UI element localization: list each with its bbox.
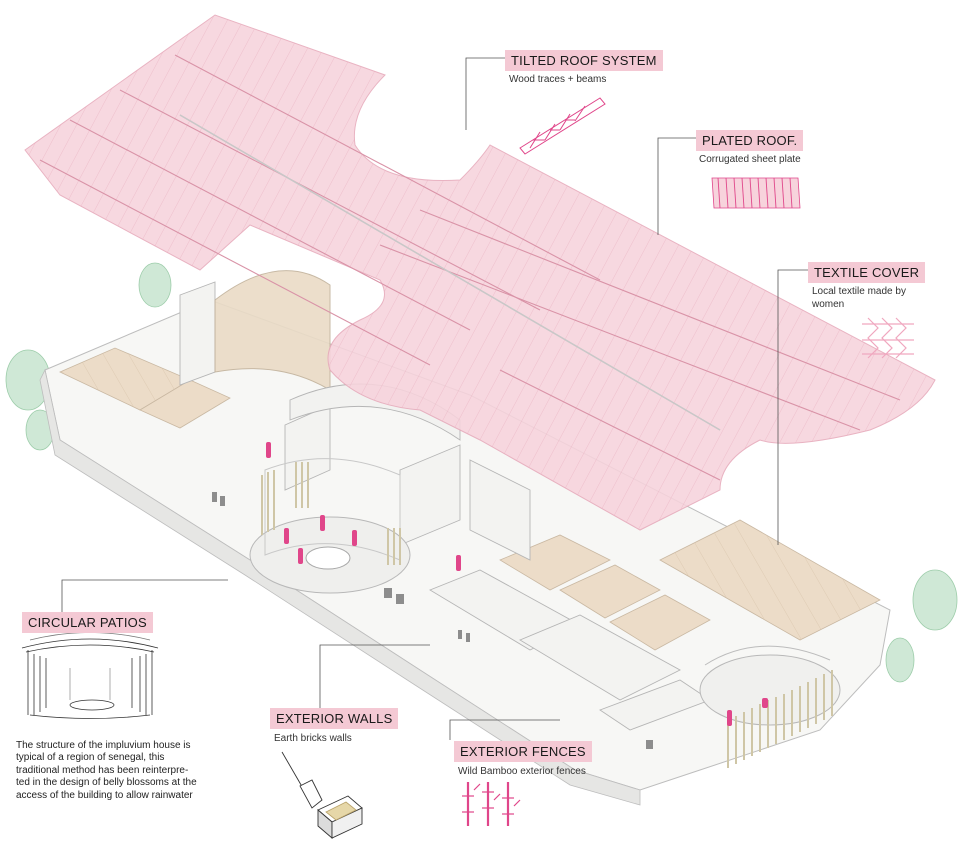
truss-beam-icon bbox=[519, 97, 606, 155]
textile-cover-label: TEXTILE COVER bbox=[808, 262, 926, 283]
textile-cover-subtitle-line1: Local textile made by bbox=[812, 286, 906, 297]
textile-cover-subtitle-line2: women bbox=[812, 299, 845, 310]
description-line: access of the building to allow rainwate… bbox=[16, 789, 193, 801]
circular-patios-label: CIRCULAR PATIOS bbox=[22, 612, 153, 633]
exterior-walls-label: EXTERIOR WALLS bbox=[270, 708, 399, 729]
bamboo-icon bbox=[462, 782, 521, 826]
right-circular-patio bbox=[699, 645, 841, 726]
bamboo-fence-right bbox=[727, 670, 833, 768]
tilted-roof bbox=[24, 14, 936, 531]
plated-roof-subtitle: Corrugated sheet plate bbox=[699, 154, 801, 165]
tilted-roof-subtitle: Wood traces + beams bbox=[509, 74, 607, 85]
description-line: ted in the design of belly blossoms at t… bbox=[16, 777, 197, 789]
exterior-fences-label: EXTERIOR FENCES bbox=[454, 741, 592, 762]
exterior-fences-subtitle: Wild Bamboo exterior fences bbox=[458, 766, 586, 777]
leader-lines bbox=[61, 57, 808, 740]
exterior-walls-subtitle: Earth bricks walls bbox=[274, 733, 352, 744]
interior-walls bbox=[179, 281, 711, 731]
description-line: The structure of the impluvium house is bbox=[16, 740, 191, 751]
tilted-roof-label: TILTED ROOF SYSTEM bbox=[505, 50, 663, 71]
textile-weave-icon bbox=[862, 317, 914, 359]
human-figures bbox=[266, 442, 768, 726]
bamboo-fence-central bbox=[261, 462, 401, 565]
corrugated-sheet-icon bbox=[711, 177, 801, 209]
central-circular-patio bbox=[249, 458, 411, 594]
patio-sketch-icon bbox=[21, 632, 159, 719]
circular-patios-description: The structure of the impluvium house is … bbox=[16, 740, 226, 802]
description-line: traditional method has been reinterpre- bbox=[16, 764, 189, 776]
plated-roof-label: PLATED ROOF. bbox=[696, 130, 804, 151]
description-line: typical of a region of senegal, this bbox=[16, 752, 165, 764]
exterior-windows bbox=[212, 492, 653, 749]
shovel-brick-icon bbox=[281, 751, 363, 839]
